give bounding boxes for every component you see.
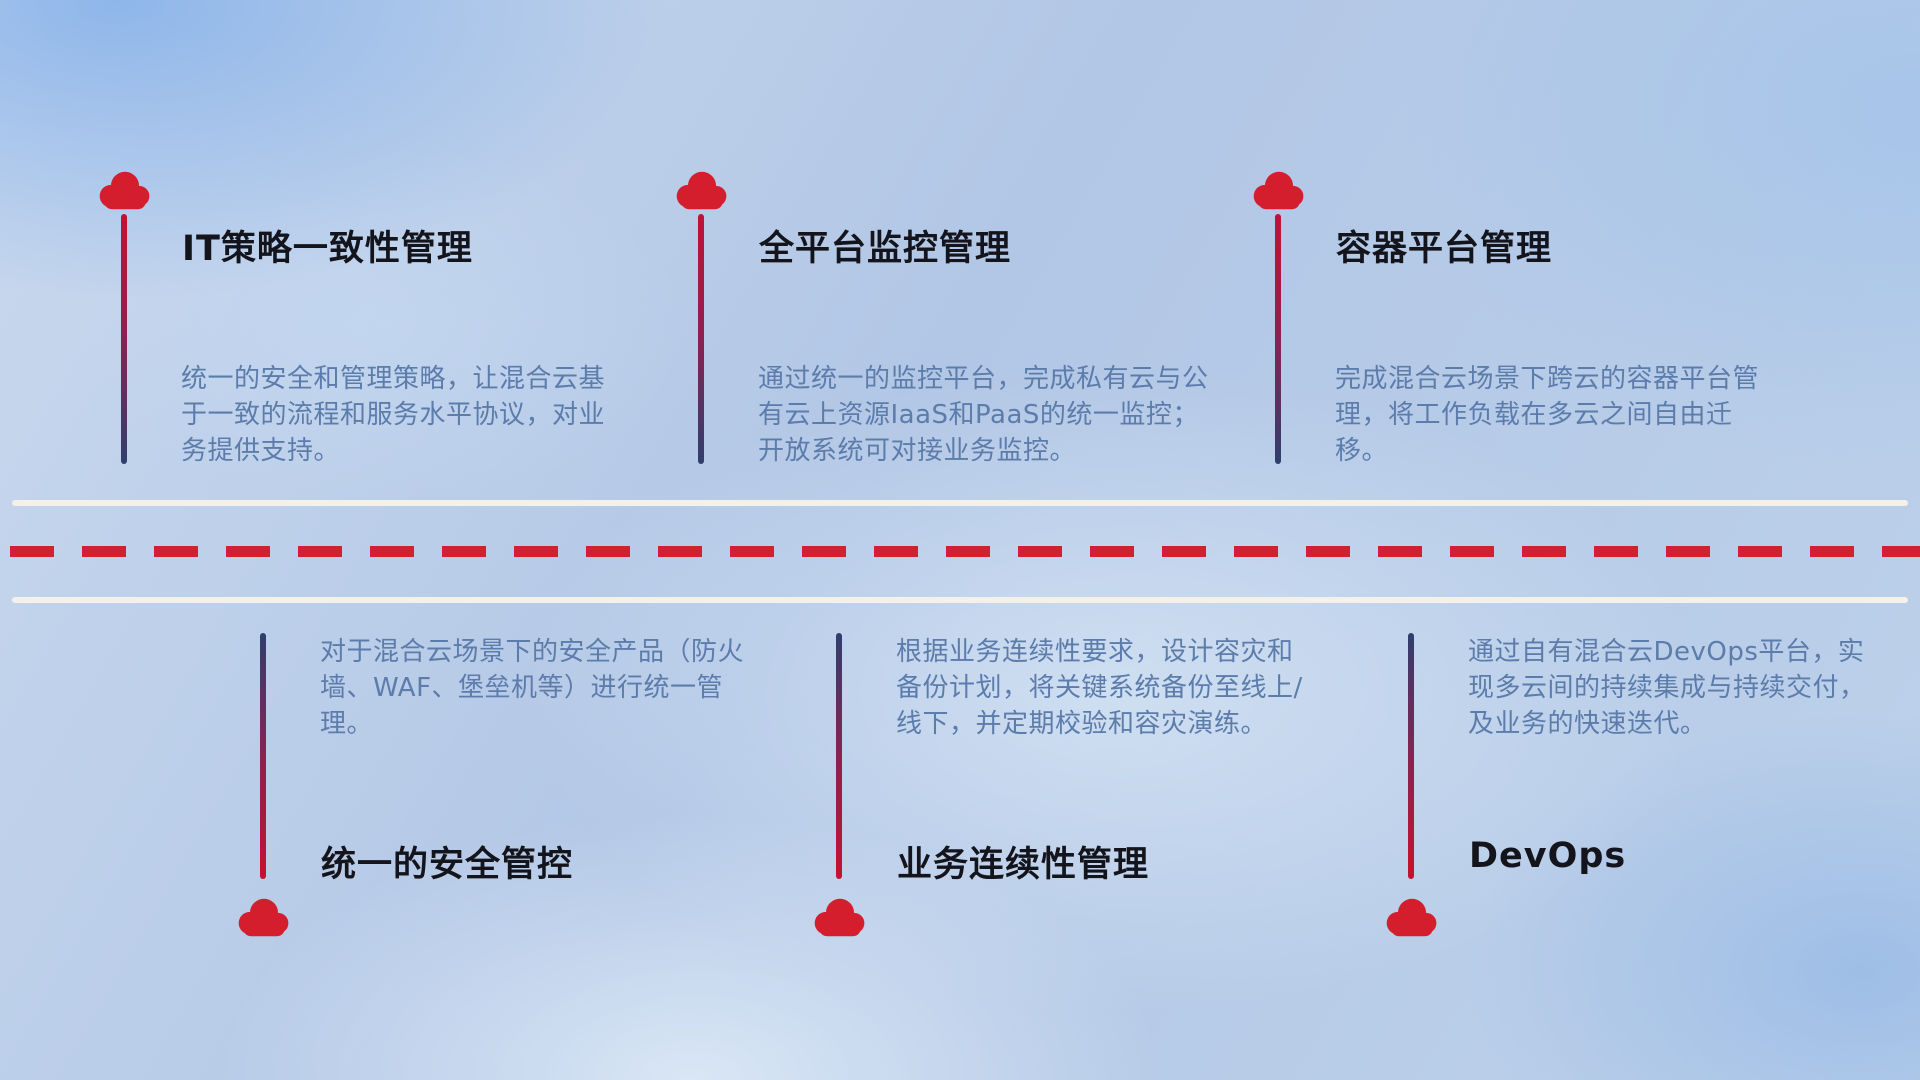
- cloud-icon: [676, 171, 727, 210]
- cloud-icon: [238, 898, 289, 937]
- road-line-bottom: [12, 597, 1908, 603]
- timeline-connector: [121, 214, 127, 464]
- item-title: 统一的安全管控: [321, 845, 574, 885]
- timeline-connector: [1275, 214, 1281, 464]
- timeline-connector: [260, 633, 266, 879]
- item-description: 通过统一的监控平台，完成私有云与公有云上资源IaaS和PaaS的统一监控；开放系…: [758, 364, 1209, 466]
- item-description: 统一的安全和管理策略，让混合云基于一致的流程和服务水平协议，对业务提供支持。: [181, 364, 606, 466]
- item-it-policy-management: IT策略一致性管理 统一的安全和管理策略，让混合云基于一致的流程和服务水平协议，…: [95, 168, 615, 478]
- item-platform-monitoring: 全平台监控管理 通过统一的监控平台，完成私有云与公有云上资源IaaS和PaaS的…: [672, 168, 1208, 478]
- item-title: 容器平台管理: [1336, 229, 1553, 269]
- item-description: 完成混合云场景下跨云的容器平台管理，将工作负载在多云之间自由迁移。: [1335, 364, 1760, 466]
- timeline-connector: [698, 214, 704, 464]
- item-title: DevOps: [1469, 836, 1627, 876]
- cloud-icon: [1253, 171, 1304, 210]
- timeline-connector: [836, 633, 842, 879]
- item-title: 全平台监控管理: [759, 229, 1012, 269]
- item-business-continuity: 根据业务连续性要求，设计容灾和备份计划，将关键系统备份至线上/线下，并定期校验和…: [810, 633, 1330, 953]
- item-description: 根据业务连续性要求，设计容灾和备份计划，将关键系统备份至线上/线下，并定期校验和…: [896, 637, 1303, 739]
- road-divider: [0, 500, 1920, 603]
- road-line-top: [12, 500, 1908, 506]
- item-title: IT策略一致性管理: [182, 229, 473, 269]
- item-description: 对于混合云场景下的安全产品（防火墙、WAF、堡垒机等）进行统一管理。: [320, 637, 745, 739]
- item-description: 通过自有混合云DevOps平台，实现多云间的持续集成与持续交付，及业务的快速迭代…: [1468, 637, 1866, 739]
- cloud-icon: [814, 898, 865, 937]
- timeline-connector: [1408, 633, 1414, 879]
- item-unified-security-control: 对于混合云场景下的安全产品（防火墙、WAF、堡垒机等）进行统一管理。 统一的安全…: [234, 633, 754, 953]
- cloud-icon: [1386, 898, 1437, 937]
- item-container-platform: 容器平台管理 完成混合云场景下跨云的容器平台管理，将工作负载在多云之间自由迁移。: [1249, 168, 1769, 478]
- item-devops: 通过自有混合云DevOps平台，实现多云间的持续集成与持续交付，及业务的快速迭代…: [1382, 633, 1902, 953]
- item-title: 业务连续性管理: [897, 845, 1150, 885]
- dashed-center-line: [10, 546, 1920, 557]
- cloud-icon: [99, 171, 150, 210]
